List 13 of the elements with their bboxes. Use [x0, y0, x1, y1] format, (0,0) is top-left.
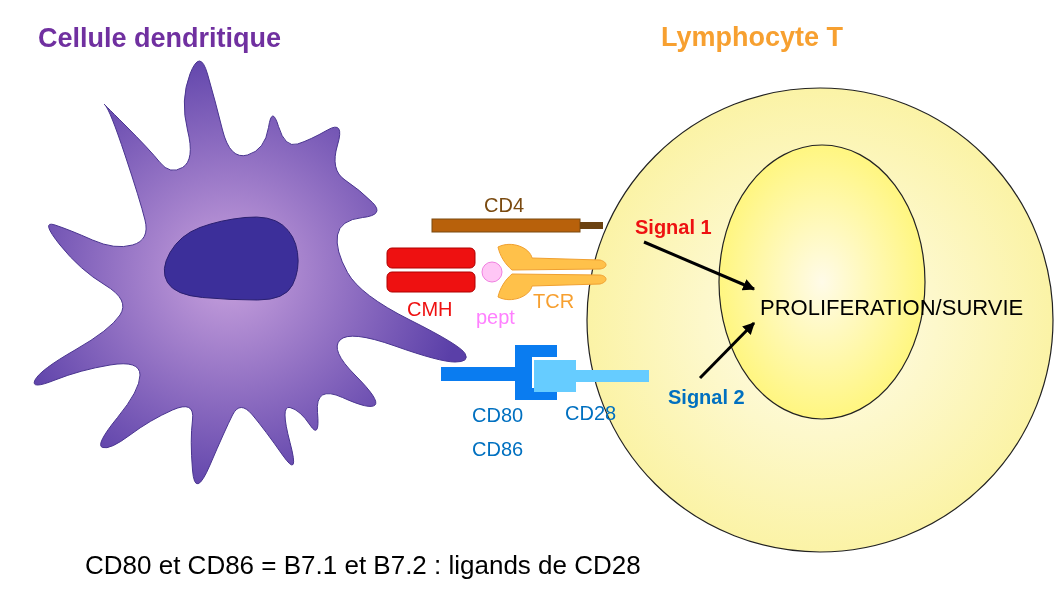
molecule-label: CD4 [484, 193, 524, 218]
molecule-label: pept [476, 305, 515, 330]
arrow [698, 321, 756, 380]
cell-title: Lymphocyte T [661, 21, 844, 54]
molecule-label: CD80 [472, 403, 524, 428]
molecule-label: CD86 [472, 437, 524, 462]
signal-label: Signal 2 [668, 385, 745, 410]
caption: CD80 et CD86 = B7.1 et B7.2 : ligands de CD28 [85, 549, 641, 582]
signal-label: Signal 1 [635, 215, 712, 240]
cell-title: Cellule dendritique [38, 22, 282, 55]
molecule-label: CMH [407, 297, 453, 322]
arrow [643, 240, 756, 291]
molecule-label: TCR [533, 289, 575, 314]
